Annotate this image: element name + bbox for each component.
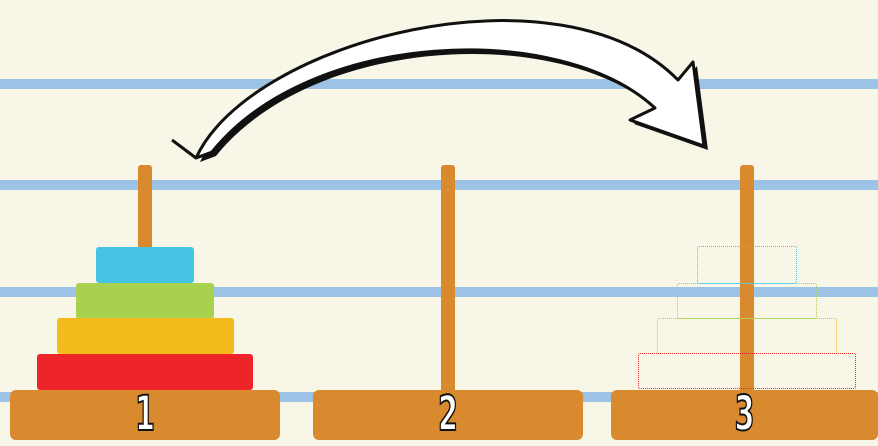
peg-2[interactable] xyxy=(441,165,455,395)
target-outline-blue xyxy=(697,246,797,284)
peg-label-1: 1 xyxy=(64,388,226,440)
base-3[interactable]: 3 xyxy=(611,390,878,440)
disk-red[interactable] xyxy=(37,354,253,390)
target-outline-yellow xyxy=(657,318,837,354)
disk-yellow[interactable] xyxy=(57,318,234,354)
disk-green[interactable] xyxy=(76,283,214,319)
target-outline-green xyxy=(677,283,817,319)
target-outline-red xyxy=(638,353,856,389)
base-1[interactable]: 1 xyxy=(10,390,280,440)
disk-blue[interactable] xyxy=(96,247,194,283)
peg-label-3: 3 xyxy=(664,388,824,440)
peg-label-2: 2 xyxy=(367,388,529,440)
base-2[interactable]: 2 xyxy=(313,390,583,440)
